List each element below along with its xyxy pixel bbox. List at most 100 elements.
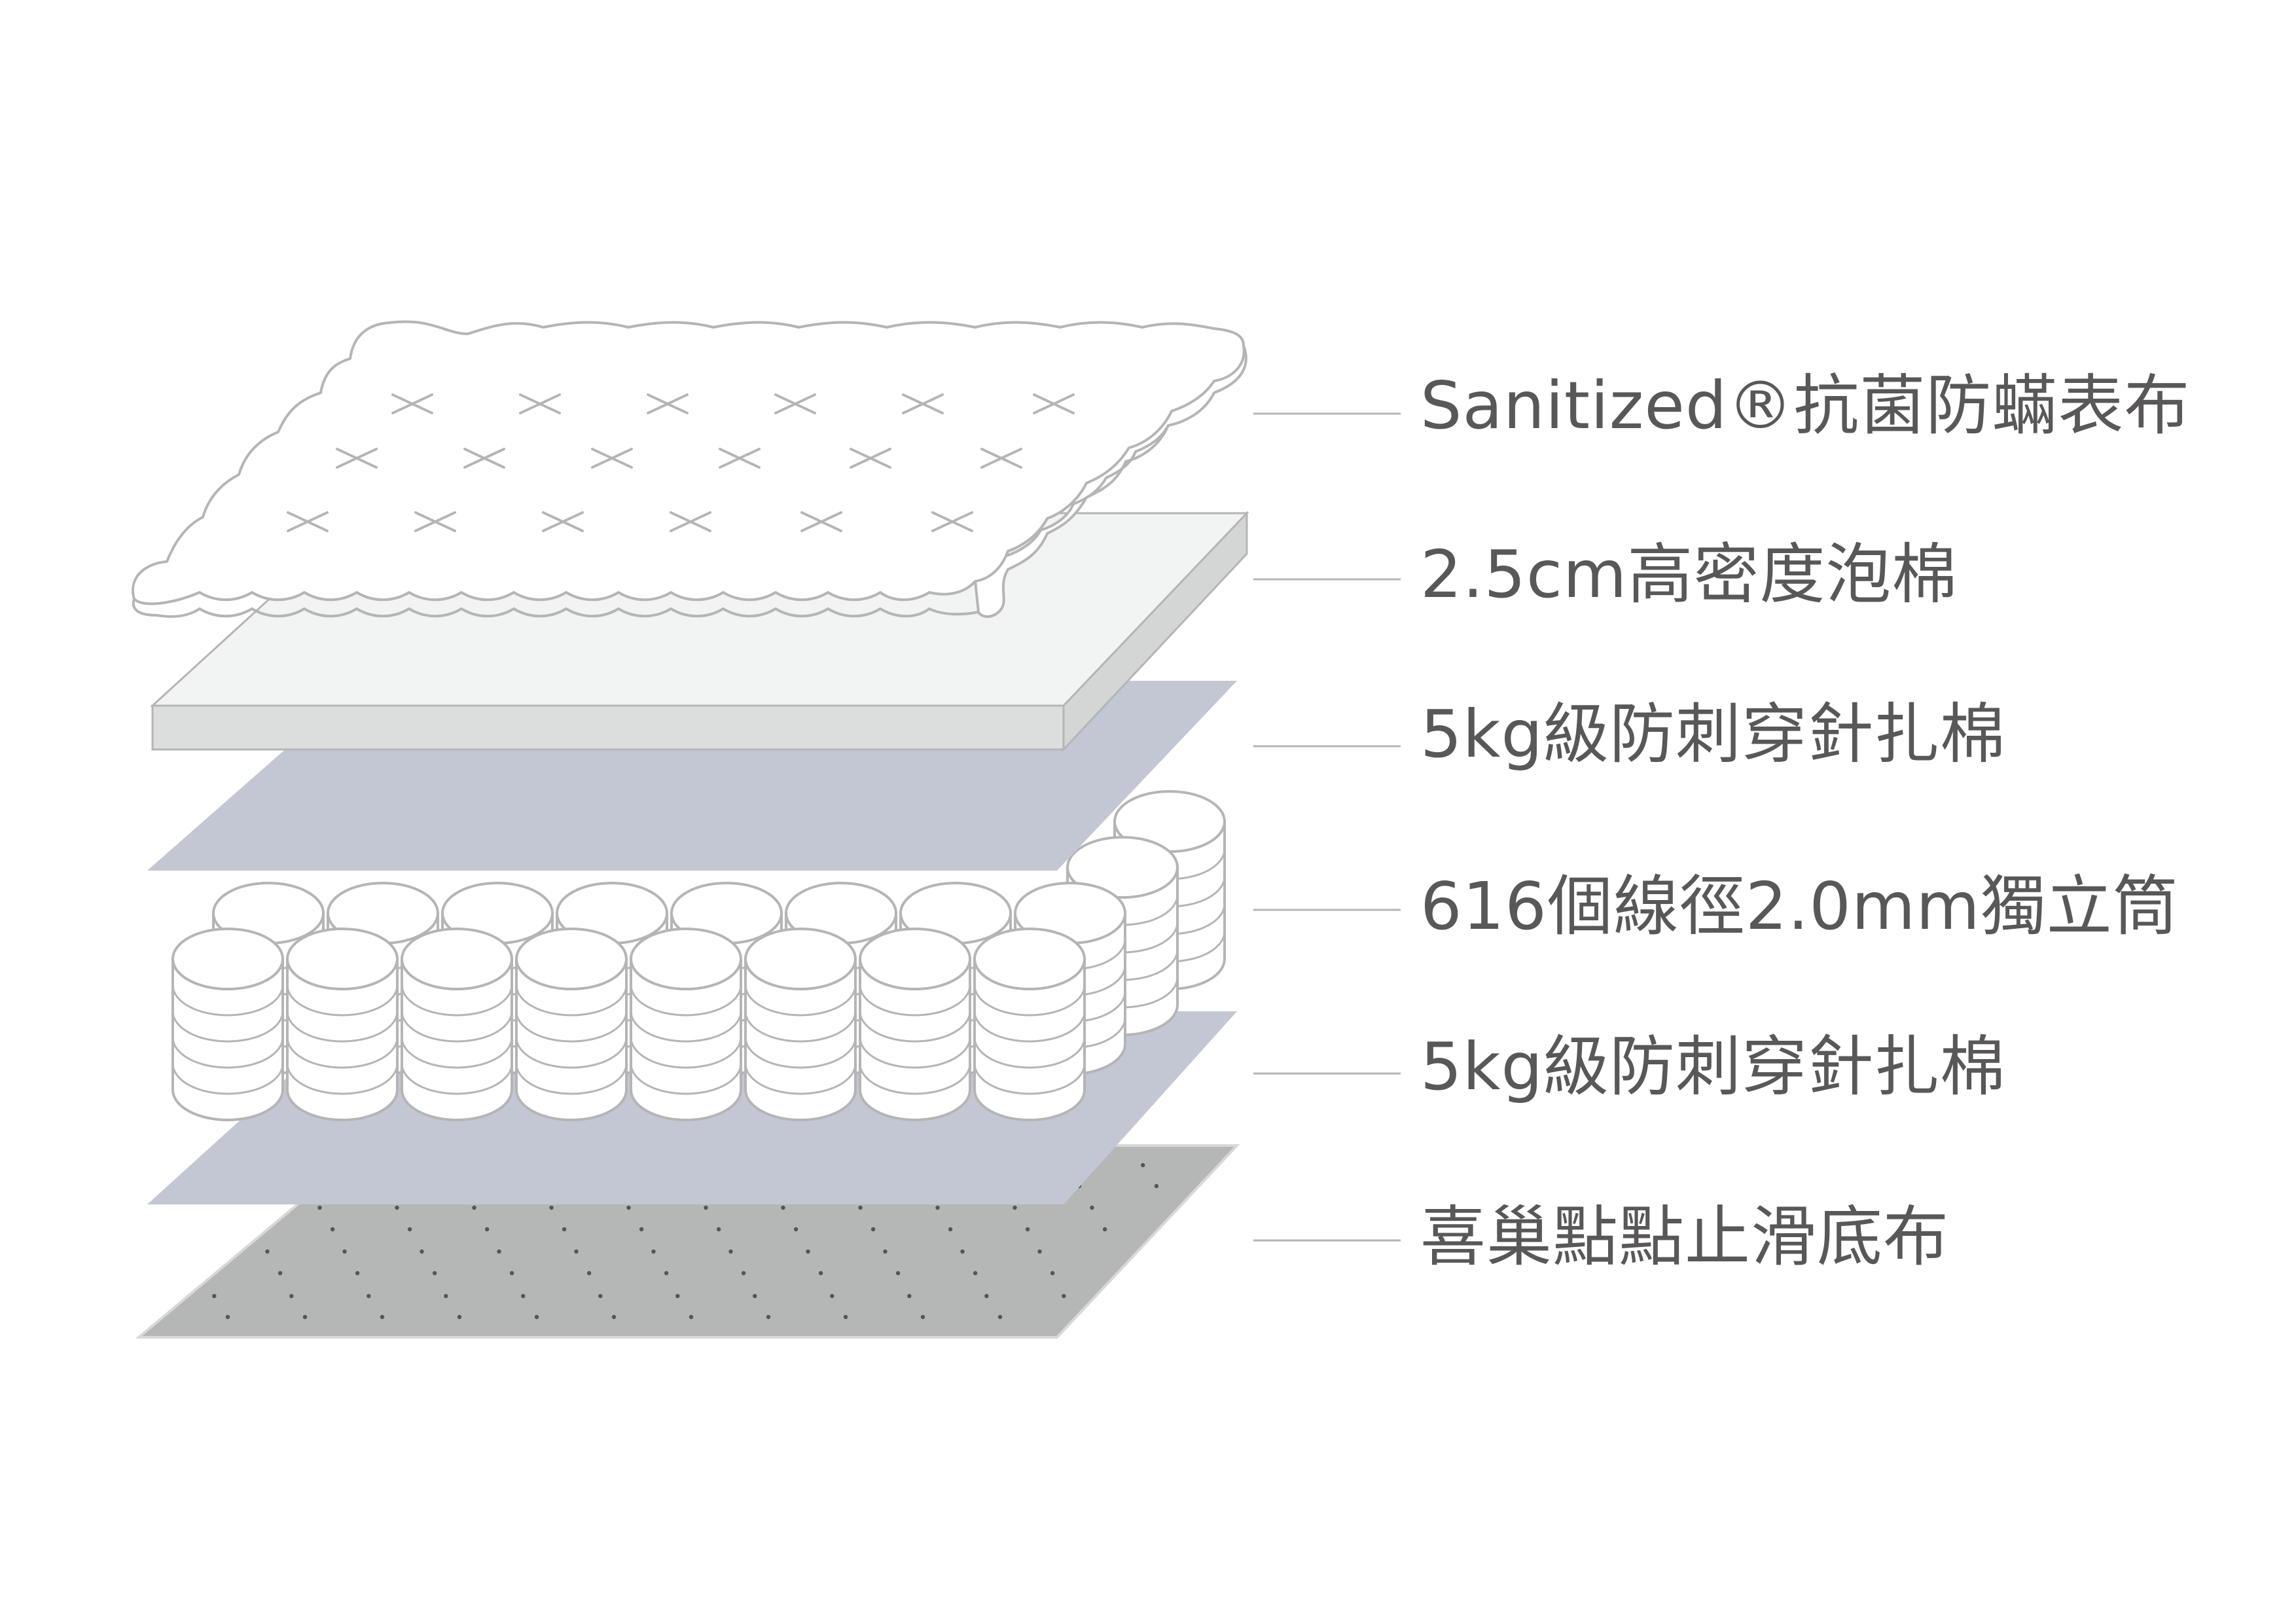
base-dot — [562, 1227, 567, 1232]
stitch-cross-mark — [287, 511, 329, 532]
base-dot — [806, 1249, 810, 1254]
pocket-spring — [515, 928, 628, 1121]
base-dot — [509, 1271, 514, 1276]
base-dot — [432, 1271, 437, 1276]
base-dot — [766, 1314, 771, 1320]
leader-lines — [1253, 412, 1401, 1242]
stitch-cross-mark — [1033, 393, 1075, 414]
base-dot — [689, 1314, 694, 1320]
base-dot — [1090, 1205, 1094, 1210]
stitch-cross-mark — [336, 448, 378, 469]
base-dot — [664, 1271, 669, 1276]
pocket-spring-unit — [171, 790, 1226, 1121]
base-dot — [753, 1293, 757, 1299]
base-dot — [626, 1205, 631, 1210]
pocket-spring — [401, 928, 513, 1121]
base-dot — [444, 1293, 448, 1299]
base-dot — [895, 1271, 901, 1276]
pocket-spring — [744, 928, 857, 1121]
base-dot — [818, 1271, 823, 1276]
base-dot — [395, 1205, 399, 1210]
base-dot — [870, 1227, 876, 1232]
base-dot — [935, 1205, 940, 1210]
label-springs: 616個線徑2.0mm獨立筒 — [1420, 868, 2179, 945]
pocket-spring — [973, 928, 1086, 1121]
base-dot — [1062, 1293, 1066, 1299]
base-dot — [289, 1293, 294, 1299]
base-dot — [1037, 1249, 1042, 1254]
stitch-cross-mark — [719, 448, 761, 469]
base-dot — [355, 1271, 360, 1276]
stitch-cross-mark — [850, 448, 891, 469]
base-dot — [549, 1205, 554, 1210]
stitch-cross-mark — [591, 448, 633, 469]
label-base-fabric: 喜巢點點止滑底布 — [1420, 1199, 1949, 1275]
base-dot — [586, 1271, 592, 1276]
base-dot — [920, 1314, 925, 1320]
base-dot — [472, 1205, 476, 1210]
base-dot — [420, 1249, 424, 1254]
base-dot — [598, 1293, 603, 1299]
stitch-cross-mark — [670, 511, 711, 532]
base-dot — [484, 1227, 490, 1232]
base-dot — [265, 1249, 270, 1254]
base-dot — [611, 1314, 617, 1320]
stitch-cross-mark — [542, 511, 584, 532]
quilt-stitch-marks — [287, 393, 1075, 532]
base-dot — [317, 1205, 322, 1210]
base-dot — [225, 1314, 230, 1320]
base-dot — [973, 1271, 978, 1276]
stitch-cross-mark — [800, 511, 842, 532]
base-dot — [407, 1227, 412, 1232]
base-dot — [1141, 1163, 1145, 1168]
base-dot — [984, 1293, 989, 1299]
base-dot — [1050, 1271, 1055, 1276]
base-dot — [497, 1249, 501, 1254]
base-dot — [883, 1249, 888, 1254]
base-dot — [741, 1271, 746, 1276]
base-dot — [639, 1227, 644, 1232]
label-felt-lower: 5kg級防刺穿針扎棉 — [1420, 1028, 2007, 1105]
base-dot — [212, 1293, 217, 1299]
base-dot — [1154, 1183, 1159, 1189]
base-dot — [728, 1249, 733, 1254]
base-dot — [367, 1293, 371, 1299]
base-dot — [716, 1227, 721, 1232]
base-dot — [534, 1314, 539, 1320]
label-top-fabric: Sanitized®抗菌防蟎表布 — [1420, 367, 2191, 444]
stitch-cross-mark — [463, 448, 505, 469]
base-dot — [1102, 1227, 1107, 1232]
pocket-spring — [630, 928, 742, 1121]
base-dot — [793, 1227, 798, 1232]
base-dot — [907, 1293, 912, 1299]
base-dot — [843, 1314, 848, 1320]
base-dot — [675, 1293, 680, 1299]
base-dot — [342, 1249, 347, 1254]
base-dot — [1013, 1205, 1017, 1210]
stitch-cross-mark — [774, 393, 816, 414]
base-dot — [960, 1249, 965, 1254]
base-dot — [302, 1314, 308, 1320]
base-dot — [380, 1314, 385, 1320]
base-dot — [997, 1314, 1003, 1320]
base-dot — [330, 1227, 335, 1232]
pocket-spring — [286, 928, 399, 1121]
base-dot — [574, 1249, 579, 1254]
base-dot — [830, 1293, 834, 1299]
stitch-cross-mark — [647, 393, 689, 414]
base-dot — [278, 1271, 283, 1276]
top-fabric-layer — [132, 320, 1247, 618]
base-dot — [704, 1205, 708, 1210]
base-dot — [1025, 1227, 1030, 1232]
pocket-spring — [859, 928, 971, 1121]
base-dot — [521, 1293, 526, 1299]
stitch-cross-mark — [931, 511, 973, 532]
base-dot — [457, 1314, 462, 1320]
stitch-cross-mark — [902, 393, 944, 414]
stitch-cross-mark — [980, 448, 1022, 469]
stitch-cross-mark — [391, 393, 433, 414]
stitch-cross-mark — [519, 393, 561, 414]
stitch-cross-mark — [414, 511, 456, 532]
base-dot — [651, 1249, 656, 1254]
